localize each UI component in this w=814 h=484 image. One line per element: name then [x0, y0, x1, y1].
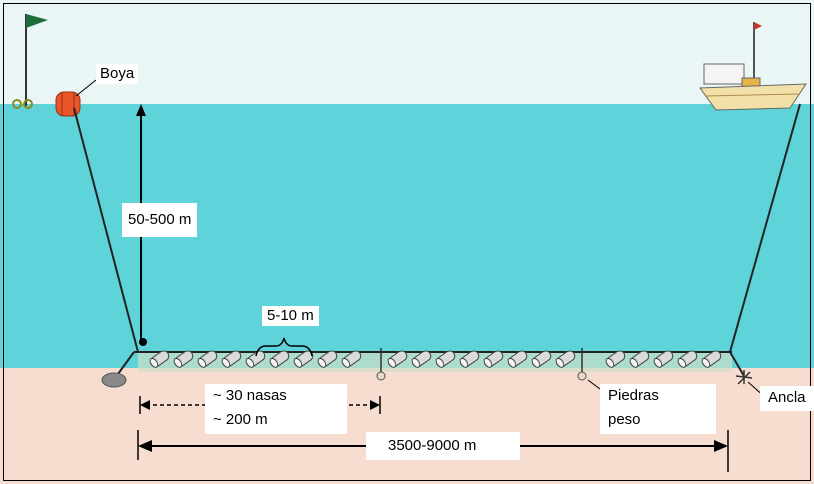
trap-icon: [677, 350, 698, 368]
stone-weight-icon: [376, 348, 386, 381]
buoy-line: [73, 107, 139, 353]
trap-icon: [317, 350, 338, 368]
traps-group: [149, 350, 722, 368]
group-length-label: ~ 200 m: [213, 411, 268, 428]
trap-icon: [149, 350, 170, 368]
group-count-label: ~ 30 nasas: [213, 387, 287, 404]
trap-icon: [245, 350, 266, 368]
spacing-label: 5-10 m: [262, 306, 319, 326]
flag-icon: [12, 14, 48, 109]
trap-icon: [531, 350, 552, 368]
weights-label-line1: Piedras: [608, 387, 659, 404]
frame-border: [3, 3, 811, 481]
trap-icon: [269, 350, 290, 368]
trap-icon: [435, 350, 456, 368]
depth-label: 50-500 m: [122, 203, 198, 237]
weights-label-line2: peso: [608, 411, 641, 428]
trap-icon: [629, 350, 650, 368]
buoy-label: Boya: [96, 64, 139, 84]
anchor-icon: [729, 351, 753, 385]
fishing-boat-icon: [699, 22, 807, 111]
trap-icon: [459, 350, 480, 368]
trap-icon: [507, 350, 528, 368]
total-length-label: 3500-9000 m: [366, 432, 520, 460]
anchor-label: Ancla: [760, 386, 814, 411]
weights-label: Piedras peso: [600, 384, 716, 434]
trap-icon: [483, 350, 504, 368]
trap-icon: [341, 350, 362, 368]
stone-weight-icon: [577, 348, 587, 381]
trap-icon: [197, 350, 218, 368]
sea: [0, 104, 814, 372]
anchor-stone-icon: [101, 351, 135, 388]
trap-icon: [653, 350, 674, 368]
spacing-brace: [255, 337, 313, 357]
trap-icon: [605, 350, 626, 368]
boat-line: [729, 103, 801, 353]
buoy-pointer: [75, 79, 97, 97]
trap-icon: [555, 350, 576, 368]
trap-icon: [411, 350, 432, 368]
sky: [0, 0, 814, 104]
group-label: ~ 30 nasas ~ 200 m: [205, 384, 347, 434]
trap-icon: [221, 350, 242, 368]
trap-icon: [387, 350, 408, 368]
trap-icon: [173, 350, 194, 368]
trap-icon: [701, 350, 722, 368]
